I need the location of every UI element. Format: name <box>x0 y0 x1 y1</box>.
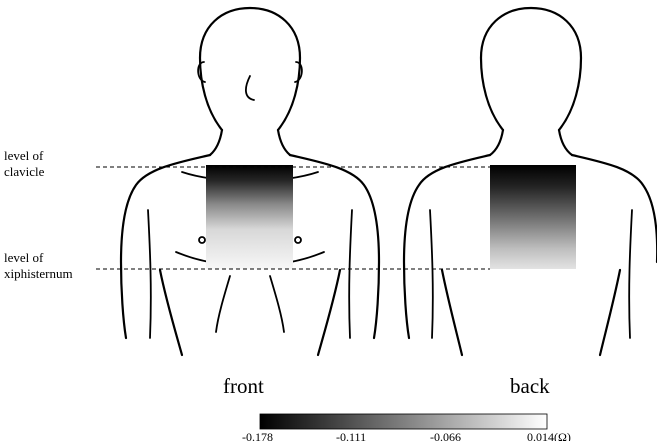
front-heatmap <box>206 165 293 269</box>
colorbar-tick-1: -0.178 <box>242 430 273 441</box>
xiphisternum-label-line1: level of <box>4 250 44 265</box>
colorbar <box>260 414 547 429</box>
clavicle-label-line2: clavicle <box>4 164 45 179</box>
back-view-label: back <box>510 374 550 398</box>
colorbar-tick-3: -0.066 <box>430 430 461 441</box>
back-heatmap <box>490 165 576 269</box>
front-view-label: front <box>223 374 264 398</box>
xiphisternum-label-line2: xiphisternum <box>4 266 73 281</box>
clavicle-label-line1: level of <box>4 148 44 163</box>
colorbar-tick-4: 0.014(Ω) <box>527 430 571 441</box>
colorbar-tick-2: -0.111 <box>336 430 366 441</box>
